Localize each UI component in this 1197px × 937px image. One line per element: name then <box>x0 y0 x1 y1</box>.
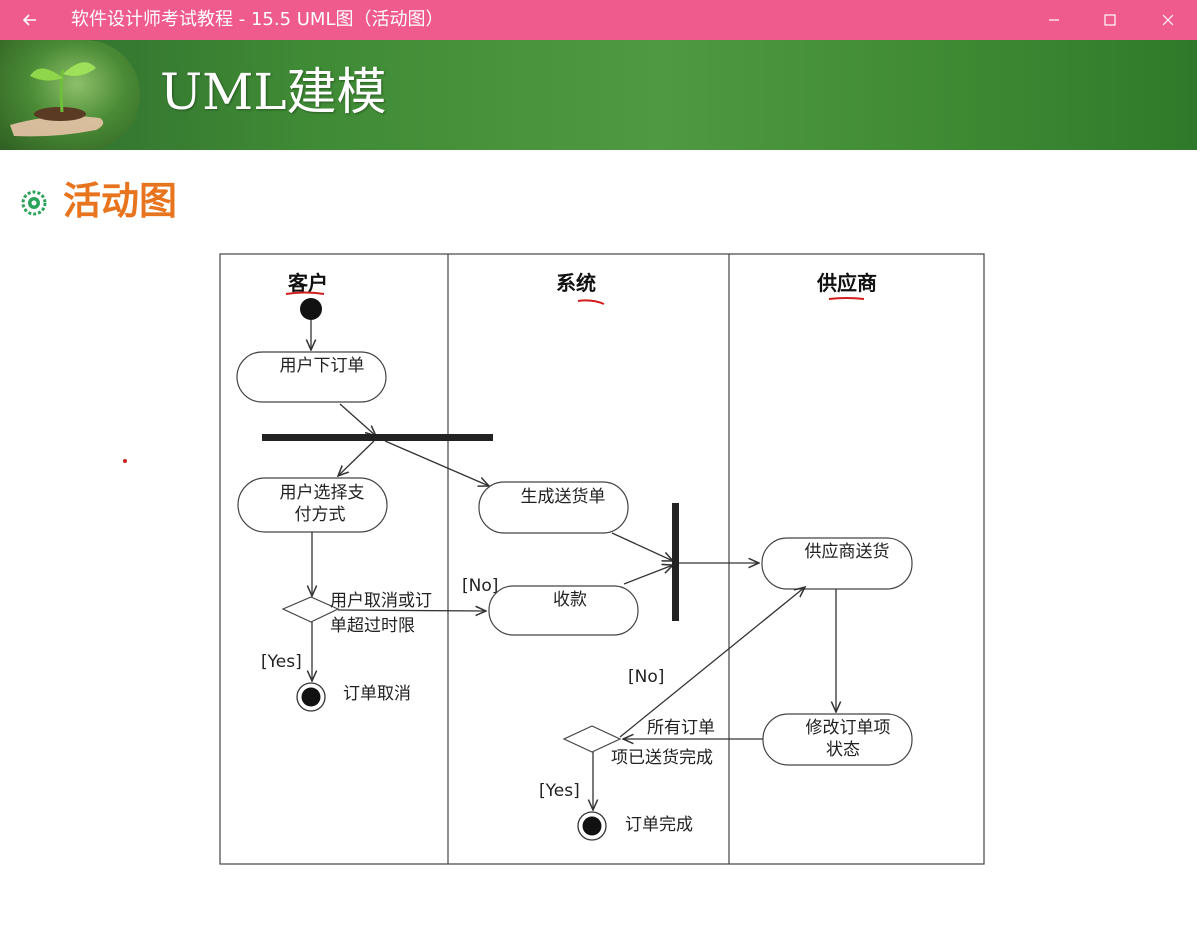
arrow-left-icon[interactable] <box>16 6 44 34</box>
guard-label: [Yes] <box>539 781 580 801</box>
guard-label: 用户取消或订 <box>330 591 432 611</box>
activity-label: 用户下订单 <box>280 356 365 376</box>
fork-bar <box>262 434 493 441</box>
join-bar <box>672 503 679 621</box>
decision-node <box>281 596 340 623</box>
guard-label: 项已送货完成 <box>611 748 713 768</box>
activity-label: 状态 <box>826 740 860 760</box>
guard-label: 所有订单 <box>647 718 715 738</box>
banner-title: UML建模 <box>160 63 387 121</box>
minimize-icon[interactable] <box>1042 8 1066 32</box>
red-underline <box>285 291 325 295</box>
activity-place-order <box>236 351 387 403</box>
window-titlebar: 软件设计师考试教程 - 15.5 UML图（活动图） <box>0 0 1197 40</box>
sprout-icon <box>10 62 104 137</box>
initial-node <box>300 298 322 320</box>
activity-label: 用户选择支 <box>280 483 365 503</box>
guard-label: 单超过时限 <box>330 616 415 636</box>
sprout-in-hands-photo <box>0 40 140 150</box>
section-title: 活动图 <box>63 179 178 223</box>
lane-header-customer: 客户 <box>287 271 328 295</box>
lane-header-supplier: 供应商 <box>816 271 877 295</box>
activity-gen-delivery <box>478 481 629 534</box>
activity-label: 供应商送货 <box>805 542 890 562</box>
guard-label: [No] <box>628 667 664 687</box>
final-label: 订单完成 <box>625 815 693 835</box>
slide-banner: UML建模 <box>0 40 1197 150</box>
red-underline <box>828 297 865 300</box>
pointer-dot <box>123 459 127 463</box>
maximize-icon[interactable] <box>1098 8 1122 32</box>
activity-supplier-ship <box>761 537 913 590</box>
lane-header-system: 系统 <box>556 271 596 295</box>
activity-label: 付方式 <box>295 505 346 525</box>
activity-label: 生成送货单 <box>521 487 606 507</box>
activity-label: 收款 <box>553 590 587 610</box>
close-icon[interactable] <box>1156 8 1180 32</box>
activity-label: 修改订单项 <box>806 718 891 738</box>
green-flower-bullet-icon <box>21 190 47 216</box>
decision-node <box>562 725 622 753</box>
activity-collect-payment <box>488 585 639 636</box>
guard-label: [No] <box>462 576 498 596</box>
final-label: 订单取消 <box>343 684 411 704</box>
red-underline <box>577 299 605 305</box>
guard-label: [Yes] <box>261 652 302 672</box>
window-title: 软件设计师考试教程 - 15.5 UML图（活动图） <box>71 9 444 30</box>
